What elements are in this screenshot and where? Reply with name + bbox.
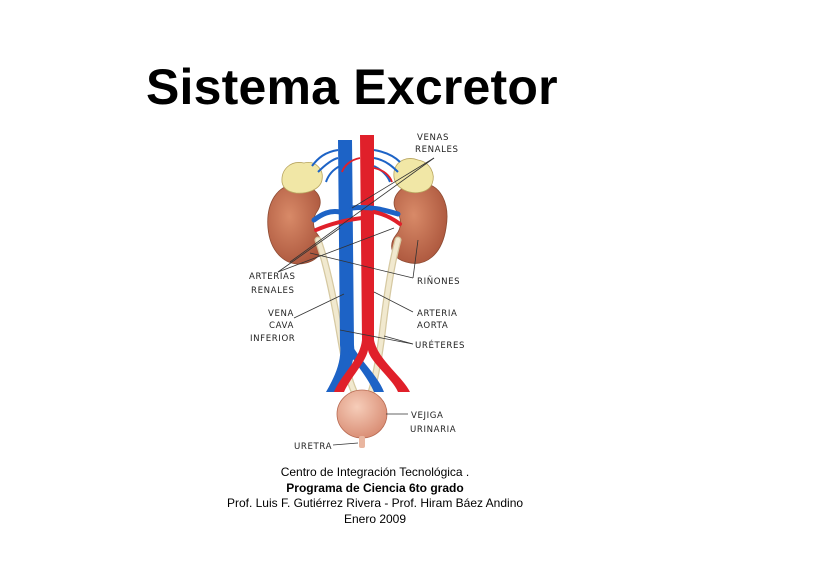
right-renal-artery <box>372 210 402 226</box>
label-arterias-renales: RENALES <box>251 286 295 296</box>
leader-venas-renales-b <box>351 157 435 209</box>
left-kidney <box>267 184 323 265</box>
label-arteria-aorta: AORTA <box>417 321 448 331</box>
upper-vessels-right <box>373 149 401 183</box>
left-renal-vein <box>311 209 343 223</box>
label-venas-renales: RENALES <box>415 145 459 155</box>
label-uretra: URETRA <box>294 442 332 452</box>
upper-arteries <box>341 157 393 183</box>
leader-rinones-a <box>309 252 414 279</box>
label-arterias-renales: ARTERIAS <box>249 272 296 282</box>
leader-ureteres-b <box>383 335 414 345</box>
aorta <box>334 135 410 392</box>
leader-arterias-renales-b <box>277 227 395 273</box>
label-rinones: RIÑONES <box>417 276 460 287</box>
label-vena-cava-inferior: VENA <box>268 309 294 319</box>
urethra <box>359 436 365 448</box>
footer-institution: Centro de Integración Tecnológica . <box>280 465 470 479</box>
footer-credits: Centro de Integración Tecnológica . Prog… <box>0 465 750 527</box>
upper-vessels-left <box>311 149 341 183</box>
footer-date: Enero 2009 <box>343 511 407 526</box>
footer-authors: Prof. Luis F. Gutiérrez Rivera - Prof. H… <box>226 496 524 510</box>
label-vejiga-urinaria: VEJIGA <box>411 411 444 421</box>
page-title: Sistema Excretor <box>146 59 558 115</box>
right-renal-vein <box>349 205 401 217</box>
leader-arterias-renales-a <box>277 227 341 273</box>
leader-arteria-aorta <box>373 291 414 313</box>
leader-vena-cava <box>293 293 345 319</box>
left-adrenal-gland <box>281 162 323 194</box>
label-arteria-aorta: ARTERIA <box>417 309 458 319</box>
footer-program: Programa de Ciencia 6to grado <box>286 480 464 495</box>
vena-cava-inferior <box>326 140 355 392</box>
label-vejiga-urinaria: URINARIA <box>410 425 456 435</box>
label-venas-renales: VENAS <box>417 133 449 143</box>
leader-rinones-b <box>412 239 419 279</box>
leader-venas-renales-a <box>289 157 435 263</box>
right-adrenal-gland <box>393 158 434 194</box>
label-vena-cava-inferior: CAVA <box>269 321 294 331</box>
leader-uretra <box>332 442 359 446</box>
label-vena-cava-inferior: INFERIOR <box>250 334 295 344</box>
bladder <box>336 389 388 439</box>
left-renal-artery <box>314 216 364 232</box>
label-ureteres: URÉTERES <box>415 339 465 351</box>
leader-ureteres-a <box>339 329 414 345</box>
